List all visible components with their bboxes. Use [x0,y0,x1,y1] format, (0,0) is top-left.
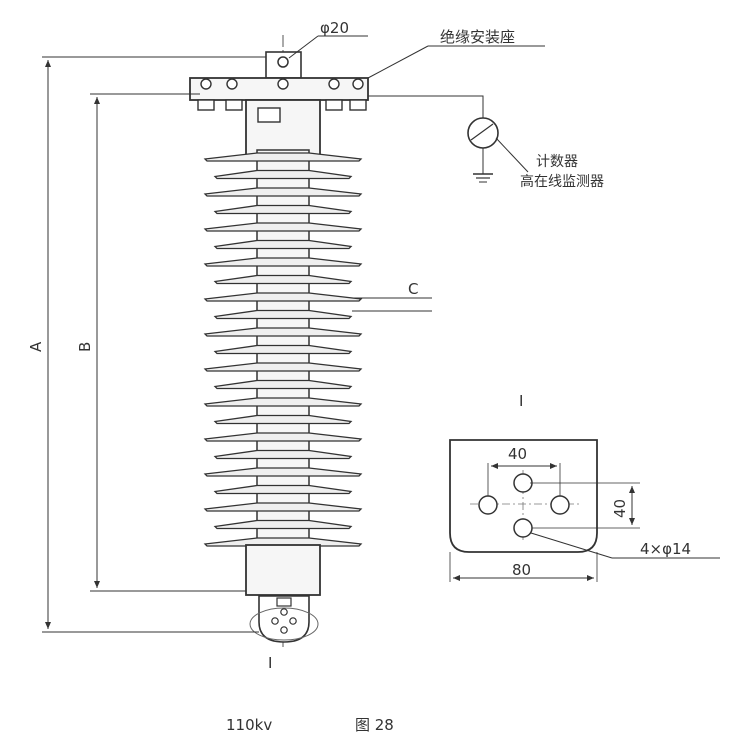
insulator-shed [203,222,363,232]
insulator-shed [203,292,363,302]
insulator-shed [203,502,363,512]
insulator-shed [213,344,353,355]
insulator-shed [203,362,363,372]
dimension-a [42,56,266,633]
insulator-shed [203,537,363,547]
caption-voltage: 110kv [226,716,272,734]
diameter-top-label: φ20 [320,19,349,37]
shed-group [203,152,363,547]
mount-base-label: 绝缘安装座 [440,28,515,46]
dimension-c [352,297,432,312]
insulator-shed [213,449,353,460]
hole-left [478,495,498,515]
hole-bottom [513,518,533,538]
insulator-shed [213,239,353,250]
section-mark-top: I [519,392,523,410]
insulator-shed [213,379,353,390]
insulator-shed [213,519,353,530]
hole-right [550,495,570,515]
top-flange [189,77,369,111]
lower-end-cap [245,544,321,596]
insulator-shed [203,432,363,442]
insulator-shed [203,467,363,477]
plate-width-label: 80 [512,561,531,579]
dimension-a-label: A [27,341,45,352]
insulator-shed [213,274,353,285]
top-terminal [265,35,368,79]
hole-top [513,473,533,493]
plate-spacing-y-label: 40 [611,499,629,518]
upper-end-cap [245,99,321,157]
insulator-shed [213,414,353,425]
insulator-shed [213,204,353,215]
insulator-shed [213,169,353,180]
counter-lead [368,95,529,183]
insulator-shed [203,327,363,337]
insulator-shed [203,187,363,197]
insulator-shed [203,397,363,407]
caption-figure: 图 28 [355,716,394,734]
dimension-b-label: B [76,342,94,352]
insulator-shed [213,309,353,320]
bottom-terminal [249,595,319,643]
monitor-label: 高在线监测器 [520,173,604,190]
insulator-shed [203,257,363,267]
plate-detail [449,439,720,582]
insulator-shed [203,152,363,162]
section-mark-bottom: I [268,654,272,672]
plate-holes-label: 4×φ14 [640,540,691,558]
dimension-c-label: C [408,280,418,298]
plate-spacing-x-label: 40 [508,445,527,463]
insulator-shed [213,484,353,495]
counter-label: 计数器 [536,154,578,170]
dimension-b [90,93,246,592]
